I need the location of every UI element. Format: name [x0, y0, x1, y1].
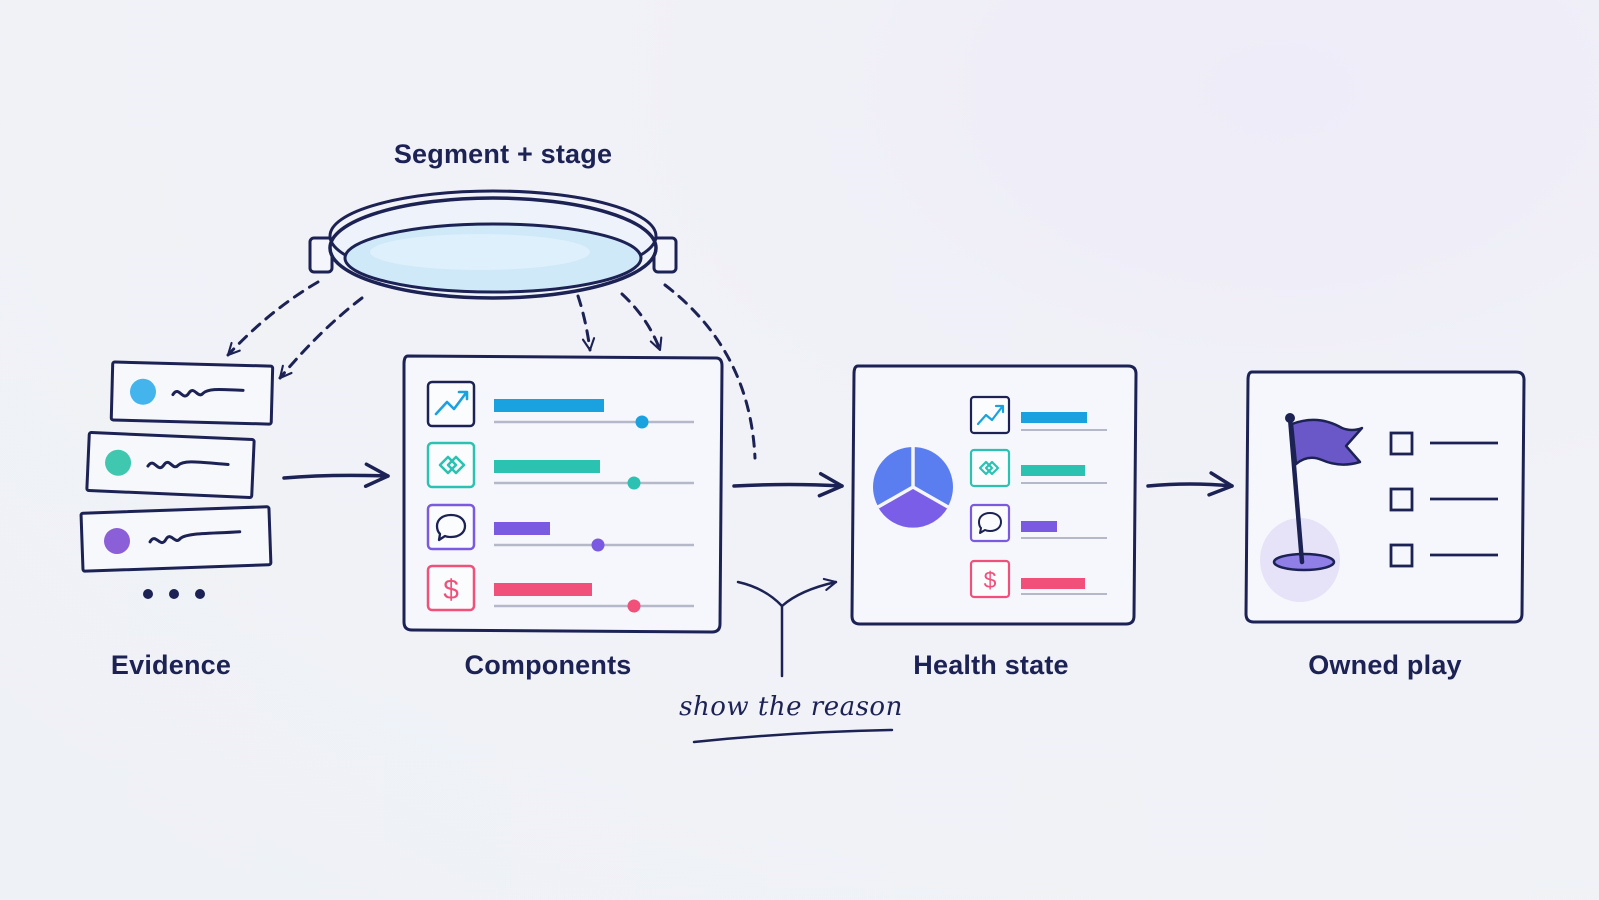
flag-icon	[1260, 413, 1364, 602]
arrow-components-to-health	[732, 472, 844, 498]
component-level-knob	[627, 476, 641, 490]
checklist	[1389, 431, 1498, 568]
trend-up-icon	[976, 404, 1005, 426]
dot-icon	[104, 528, 131, 555]
component-row-dollar: $	[426, 564, 694, 613]
evidence-label: Evidence	[110, 650, 232, 680]
lens-label: Segment + stage	[393, 139, 613, 169]
evidence-stack	[79, 360, 275, 599]
component-row-link	[426, 441, 694, 490]
checkbox-icon	[1389, 543, 1414, 568]
dollar-icon: $	[984, 567, 997, 593]
lens-projection-lines	[226, 280, 757, 460]
checkbox-icon	[1389, 487, 1414, 512]
more-dots	[143, 589, 205, 599]
chat-bubble-icon	[435, 513, 467, 542]
health-row-link	[969, 448, 1107, 488]
health-pie-chart	[873, 447, 953, 528]
health-panel: $	[850, 364, 1138, 626]
show-reason-note: show the reason	[679, 692, 903, 722]
dollar-icon: $	[443, 574, 459, 605]
chat-bubble-icon	[978, 512, 1002, 534]
health-row-chat	[969, 503, 1107, 543]
arrow-evidence-to-components	[282, 462, 390, 488]
component-row-chat	[426, 503, 694, 552]
evidence-card	[85, 431, 256, 500]
lens-icon	[308, 189, 678, 300]
play-panel	[1244, 370, 1526, 624]
show-reason-annotation	[692, 577, 894, 744]
arrow-health-to-play	[1146, 471, 1234, 497]
components-label: Components	[464, 650, 632, 680]
trend-up-icon	[434, 390, 469, 416]
component-level-knob	[627, 599, 641, 613]
health-label: Health state	[913, 650, 1069, 680]
dot-icon	[129, 378, 156, 405]
component-row-trend	[426, 380, 694, 429]
checkbox-icon	[1389, 431, 1414, 456]
dot-icon	[105, 449, 132, 476]
play-label: Owned play	[1308, 650, 1462, 680]
link-icon	[438, 455, 466, 475]
component-level-knob	[591, 538, 605, 552]
health-row-dollar: $	[969, 559, 1107, 599]
components-panel: $	[402, 354, 724, 634]
link-icon	[978, 460, 1000, 476]
evidence-card	[109, 360, 275, 426]
component-level-knob	[635, 415, 649, 429]
health-row-trend	[969, 395, 1107, 435]
evidence-card	[79, 505, 273, 573]
